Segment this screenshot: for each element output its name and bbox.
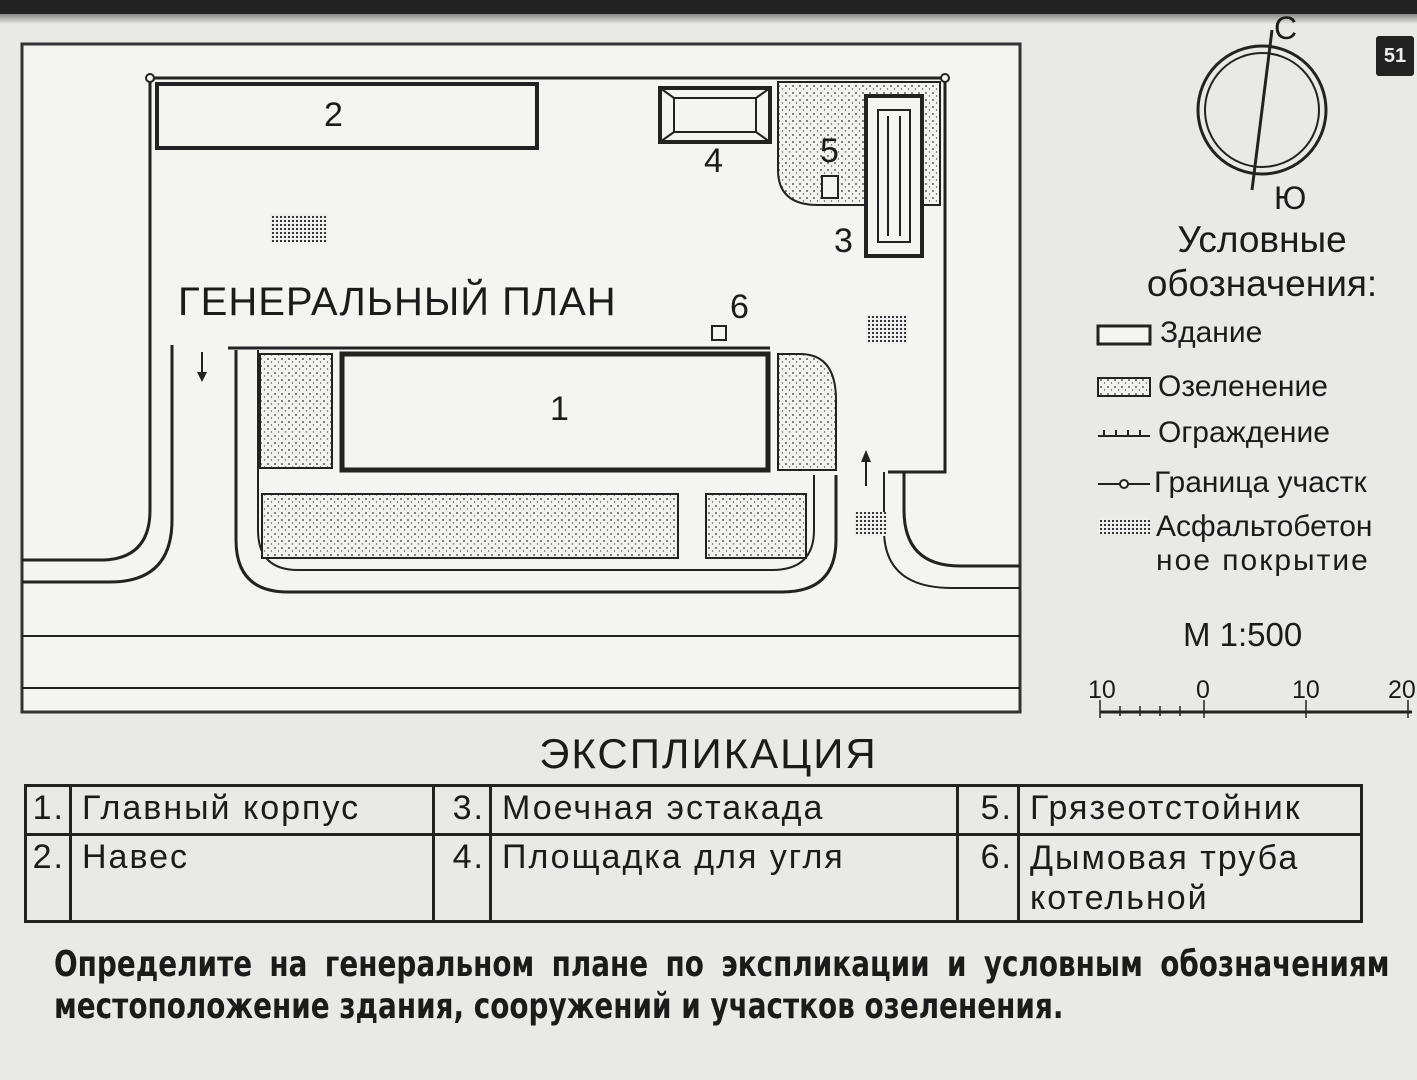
- explication-title: ЭКСПЛИКАЦИЯ: [539, 730, 878, 777]
- legend-label-greenery: Озеленение: [1158, 370, 1328, 403]
- asphalt-symbol: [1098, 518, 1150, 534]
- scale-tick-label: 10: [1088, 676, 1116, 704]
- plan-title: ГЕНЕРАЛЬНЫЙ ПЛАН: [178, 280, 617, 324]
- road-right: [902, 472, 1020, 568]
- item-name: Главный корпус: [69, 784, 435, 836]
- legend-label-asphalt: Асфальтобетон: [1156, 510, 1373, 543]
- label-building-2: 2: [324, 96, 343, 134]
- label-building-5: 5: [820, 132, 839, 170]
- table-row: 1. Главный корпус 3. Моечная эстакада 5.…: [24, 784, 1363, 836]
- asphalt-patch: [854, 512, 888, 536]
- item-number: 6.: [956, 833, 1020, 923]
- legend-title: Условные обозначения:: [1146, 219, 1378, 304]
- label-building-4: 4: [704, 142, 723, 180]
- building-2-canopy: [155, 82, 539, 150]
- greenery-area-s1: [261, 493, 679, 559]
- legend-label-building: Здание: [1160, 316, 1263, 349]
- scale-tick-label: 20: [1388, 676, 1416, 704]
- compass-south-label: Ю: [1274, 180, 1307, 216]
- legend-label-boundary: Граница участк: [1154, 466, 1367, 499]
- table-row: 2. Навес 4. Площадка для угля 6. Дымовая…: [24, 833, 1363, 923]
- scale-ticks: [1099, 700, 1409, 718]
- greenery-area-w: [259, 353, 333, 469]
- question-text: Определите на генеральном плане по экспл…: [54, 944, 1390, 1027]
- fence-symbol: [1098, 430, 1150, 437]
- item-number: 5.: [956, 784, 1020, 836]
- item-name: Грязеотстойник: [1017, 784, 1363, 836]
- greenery-area-s2: [705, 493, 807, 559]
- legend-label-fence: Ограждение: [1158, 416, 1330, 449]
- item-name: Дымовая труба котельной: [1017, 833, 1363, 923]
- slide-number: 51: [1376, 36, 1414, 76]
- asphalt-patch: [866, 314, 908, 344]
- item-name: Навес: [69, 833, 435, 923]
- film-shadow: [0, 14, 1417, 24]
- chimney-6: [711, 325, 727, 341]
- legend-label-asphalt-line2: ное покрытие: [1156, 544, 1370, 577]
- road-left: [22, 345, 152, 562]
- building-symbol: [1096, 324, 1152, 346]
- label-building-6: 6: [730, 288, 749, 326]
- explication-table: 1. Главный корпус 3. Моечная эстакада 5.…: [24, 784, 1363, 923]
- scale-title: М 1:500: [1183, 616, 1303, 653]
- item-number: 1.: [24, 784, 72, 836]
- compass-arrow: [1250, 29, 1274, 191]
- scale-tick-label: 0: [1196, 676, 1210, 704]
- road-loop: [234, 350, 838, 594]
- label-building-1: 1: [550, 390, 569, 428]
- compass-circle: [1196, 44, 1328, 176]
- item-number: 3.: [432, 784, 492, 836]
- greenery-symbol: [1097, 377, 1151, 397]
- building-3-wash-ramp: [864, 94, 924, 258]
- item-number: 4.: [432, 833, 492, 923]
- item-number: 2.: [24, 833, 72, 923]
- film-edge: [0, 0, 1417, 14]
- building-1-main: [339, 351, 771, 473]
- item-name: Моечная эстакада: [489, 784, 959, 836]
- building-4-coal-pad: [658, 86, 772, 144]
- scale-tick-label: 10: [1292, 676, 1320, 704]
- greenery-area-e: [777, 353, 837, 471]
- asphalt-patch: [270, 214, 328, 242]
- item-name: Площадка для угля: [489, 833, 959, 923]
- compass-north-label: С: [1274, 10, 1298, 46]
- label-building-3: 3: [834, 222, 853, 260]
- building-5-sump: [821, 175, 839, 199]
